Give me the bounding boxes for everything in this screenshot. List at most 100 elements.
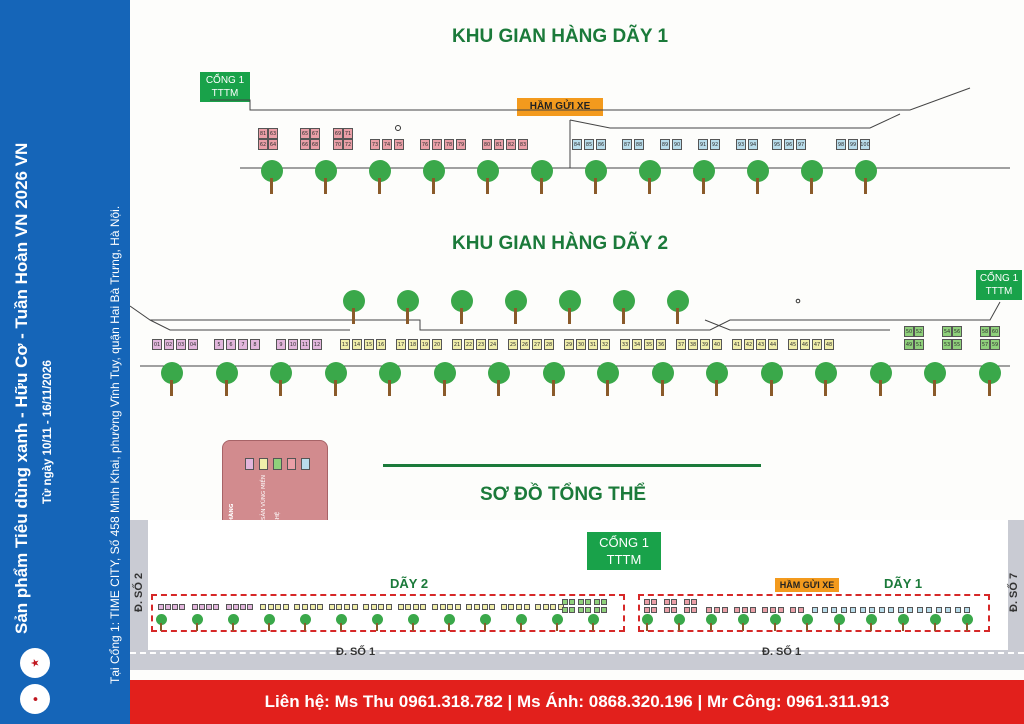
mini-stall <box>420 604 427 610</box>
stall: 100 <box>860 139 870 150</box>
section1-title: KHU GIAN HÀNG DÃY 1 <box>452 26 669 47</box>
mini-stall <box>684 599 690 605</box>
overview-row1-box <box>638 594 990 632</box>
tree-icon <box>586 614 600 632</box>
stall: 25 <box>508 339 518 350</box>
organizer-logo: ● <box>20 684 50 714</box>
mini-stall <box>206 604 212 610</box>
mini-stall <box>397 604 404 610</box>
stall: 73 <box>370 139 380 150</box>
tree-icon <box>736 614 750 632</box>
section1-parking: HẦM GỬI XE <box>517 98 603 116</box>
tree-icon <box>896 614 910 632</box>
gate-line1: CỔNG 1 <box>205 75 245 86</box>
mini-stall <box>179 604 185 610</box>
tree-icon <box>448 290 476 326</box>
mini-stall <box>344 604 350 610</box>
mini-stall <box>192 604 198 610</box>
tree-icon <box>582 160 610 196</box>
road-dash <box>130 652 1024 654</box>
stall: 59 <box>990 339 1000 350</box>
mini-stall <box>594 607 600 613</box>
stall: 47 <box>812 339 822 350</box>
tree-icon <box>258 160 286 196</box>
mini-stall <box>240 604 246 610</box>
stall: 6 <box>226 339 236 350</box>
tree-icon <box>976 362 1004 398</box>
stall: 76 <box>420 139 430 150</box>
stall: 79 <box>456 139 466 150</box>
stall: 88 <box>634 139 644 150</box>
stall: 36 <box>656 339 666 350</box>
stall: 32 <box>600 339 610 350</box>
mini-stall <box>302 604 308 610</box>
mini-stall <box>466 604 473 610</box>
mini-stall <box>859 607 866 613</box>
stall: 67 <box>310 128 320 139</box>
stall: 27 <box>532 339 542 350</box>
stall: 75 <box>394 139 404 150</box>
mini-stall <box>317 604 324 610</box>
tree-icon <box>744 160 772 196</box>
stall: 12 <box>312 339 322 350</box>
mini-stall <box>850 607 856 613</box>
tree-icon <box>322 362 350 398</box>
mini-stall <box>447 604 454 610</box>
mini-stall <box>481 604 488 610</box>
mini-stall <box>671 607 677 613</box>
stall: 93 <box>736 139 746 150</box>
stall: 10 <box>288 339 298 350</box>
street-bottom-left: Đ. SỐ 1 <box>336 646 376 658</box>
stall: 35 <box>644 339 654 350</box>
tree-icon <box>420 160 448 196</box>
mini-stall <box>878 607 885 613</box>
section2-title: KHU GIAN HÀNG DÃY 2 <box>452 233 669 254</box>
mini-stall <box>336 604 343 610</box>
mini-stall <box>750 607 756 613</box>
gate-line2: TTTM <box>985 286 1013 297</box>
mini-stall <box>578 599 584 605</box>
stall: 91 <box>698 139 708 150</box>
stall: 5 <box>214 339 224 350</box>
mini-stall <box>706 607 712 613</box>
mini-stall <box>172 604 178 610</box>
stall: 19 <box>420 339 430 350</box>
mini-stall <box>158 604 164 610</box>
mini-stall <box>260 604 266 610</box>
stall: 57 <box>980 339 990 350</box>
mini-stall <box>405 604 412 610</box>
event-address: Tại Cổng 1: TIME CITY, Số 458 Minh Khai,… <box>108 205 122 684</box>
legend-swatch <box>259 458 268 470</box>
stall: 23 <box>476 339 486 350</box>
stall: 80 <box>482 139 492 150</box>
mini-stall <box>691 607 697 613</box>
stall: 92 <box>710 139 720 150</box>
tree-icon <box>366 160 394 196</box>
overview-site <box>148 520 1008 650</box>
stall: 18 <box>408 339 418 350</box>
stall: 74 <box>382 139 392 150</box>
tree-icon <box>636 160 664 196</box>
mini-stall <box>734 607 740 613</box>
mini-stall <box>644 607 650 613</box>
stall: 34 <box>632 339 642 350</box>
mini-stall <box>247 604 253 610</box>
stall: 56 <box>952 326 962 337</box>
stall: 54 <box>942 326 952 337</box>
stall: 21 <box>452 339 462 350</box>
tree-icon <box>298 614 312 632</box>
mini-stall <box>542 604 549 610</box>
mini-stall <box>432 604 438 610</box>
section1-gate: CỔNG 1 TTTM <box>200 72 250 102</box>
stall: 41 <box>732 339 742 350</box>
tree-icon <box>704 614 718 632</box>
mini-stall <box>671 599 677 605</box>
tree-icon <box>213 362 241 398</box>
mini-stall <box>363 604 370 610</box>
mini-stall <box>226 604 232 610</box>
tree-icon <box>431 362 459 398</box>
tree-icon <box>921 362 949 398</box>
mini-stall <box>378 604 385 610</box>
mini-stall <box>907 607 913 613</box>
stall: 51 <box>914 339 924 350</box>
